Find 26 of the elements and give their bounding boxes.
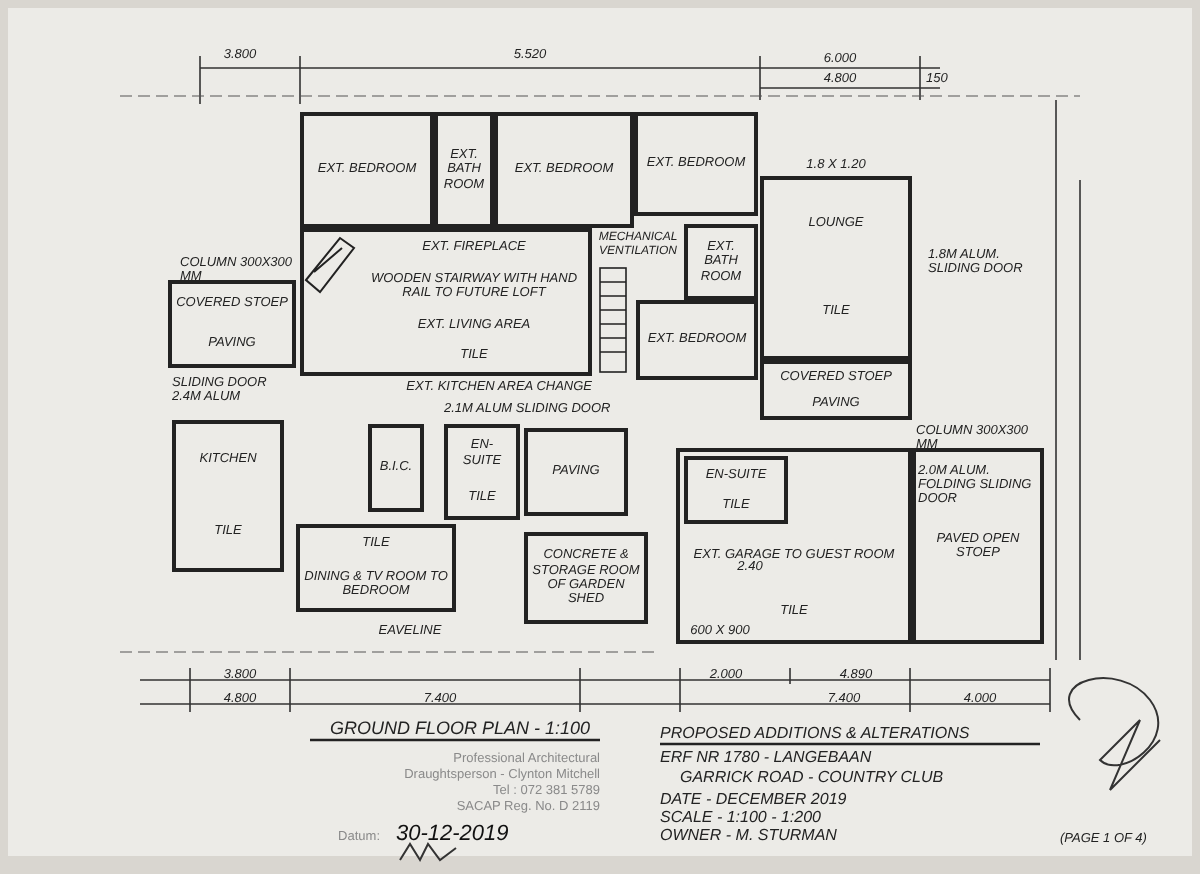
title-block-text: ERF NR 1780 - LANGEBAAN [660,750,874,768]
title-block-text: PROPOSED ADDITIONS & ALTERATIONS [660,726,972,744]
room-outline [444,424,520,520]
room-outline [300,112,434,228]
room-outline [524,532,648,624]
room-outline [684,456,788,524]
room-outline [434,112,494,228]
room-outline [300,228,592,376]
title-block-text: SCALE - 1:100 - 1:200 [660,810,823,828]
room-outline [912,448,1044,644]
room-outline [296,524,456,612]
plan-annotation: 30-12-2019 [396,822,511,847]
room-outline [676,448,912,644]
room-outline [636,300,758,380]
room-outline [168,280,296,368]
room-outline [368,424,424,512]
room-outline [524,428,628,516]
drawing-title: GROUND FLOOR PLAN - 1:100 [327,716,593,742]
title-block-text: DATE - DECEMBER 2019 [660,792,849,810]
room-outline [684,224,758,300]
title-block-text: GARRICK ROAD - COUNTRY CLUB [680,770,946,788]
room-outline [760,360,912,420]
title-block-text: OWNER - M. STURMAN [660,828,839,846]
room-outline [172,420,284,572]
room-outline [634,112,758,216]
room-outline [494,112,634,228]
